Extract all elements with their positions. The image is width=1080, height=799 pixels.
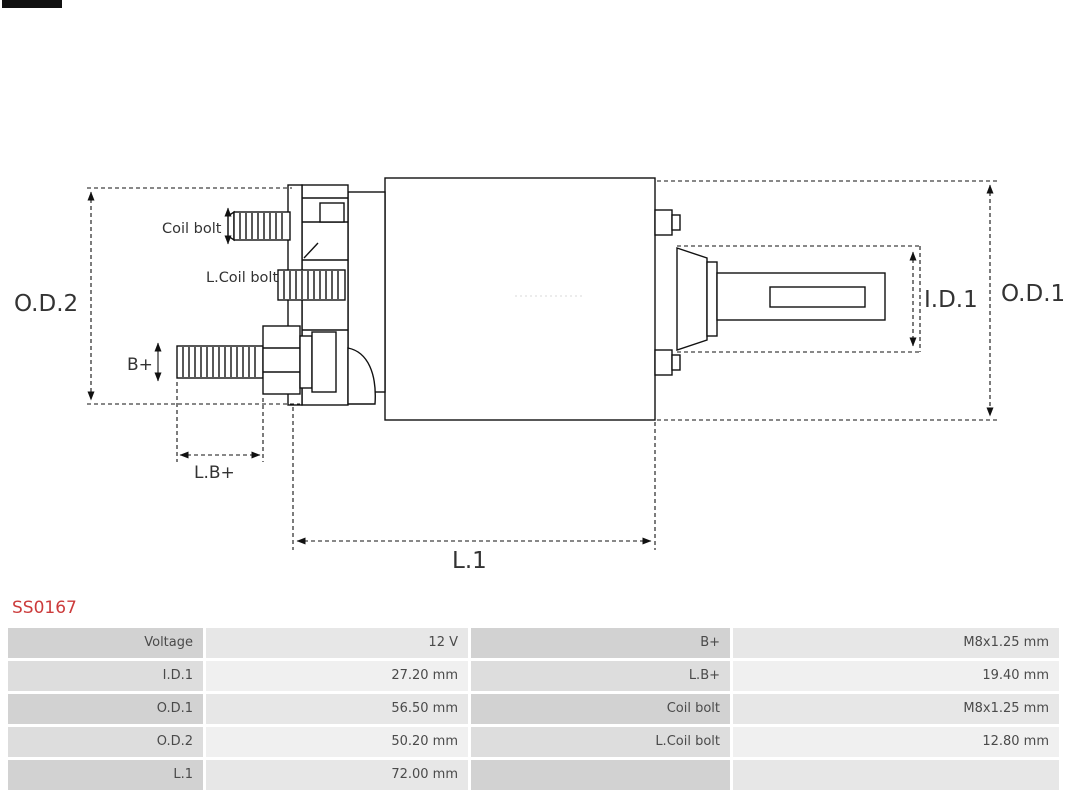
spacer — [311, 331, 337, 393]
spec-value: M8x1.25 mm — [733, 628, 1059, 658]
spec-table: Voltage 12 V B+ M8x1.25 mm I.D.1 27.20 m… — [8, 628, 1059, 790]
spec-label: O.D.1 — [8, 694, 203, 724]
table-row: I.D.1 27.20 mm L.B+ 19.40 mm — [8, 661, 1059, 691]
spec-value: 12.80 mm — [733, 727, 1059, 757]
plunger — [676, 247, 886, 351]
spec-label — [471, 760, 730, 790]
coil-bolt-stud — [227, 210, 291, 242]
spec-value: 56.50 mm — [206, 694, 468, 724]
l1-label: L.1 — [452, 548, 487, 574]
spec-label: I.D.1 — [8, 661, 203, 691]
coil-bolt-label: Coil bolt — [162, 221, 222, 237]
logo-bar — [2, 0, 62, 8]
l-coil-bolt-label: L.Coil bolt — [206, 270, 278, 286]
solenoid-technical-drawing: O.D.2 O.D.1 I.D.1 L.1 L.B+ B+ Coil bolt … — [14, 177, 1065, 574]
hex-nut — [262, 325, 301, 395]
spec-label: O.D.2 — [8, 727, 203, 757]
bottom-foot — [347, 347, 376, 405]
washer — [299, 335, 313, 389]
id1-label: I.D.1 — [924, 287, 978, 313]
b-plus-label: B+ — [127, 355, 153, 375]
spec-label: L.B+ — [471, 661, 730, 691]
product-code: SS0167 — [12, 598, 77, 618]
spec-value: 72.00 mm — [206, 760, 468, 790]
dimension-lines — [87, 180, 997, 550]
solenoid-body — [384, 177, 656, 421]
spec-value: 19.40 mm — [733, 661, 1059, 691]
spec-label: L.1 — [8, 760, 203, 790]
spec-label: L.Coil bolt — [471, 727, 730, 757]
l-coil-bolt-bushing — [277, 269, 346, 301]
spec-value — [733, 760, 1059, 790]
od2-label: O.D.2 — [14, 291, 78, 317]
spec-label: Coil bolt — [471, 694, 730, 724]
table-row: O.D.1 56.50 mm Coil bolt M8x1.25 mm — [8, 694, 1059, 724]
b-plus-terminal — [176, 325, 337, 395]
table-row: Voltage 12 V B+ M8x1.25 mm — [8, 628, 1059, 658]
right-terminal-tabs — [654, 209, 681, 376]
spec-value: 12 V — [206, 628, 468, 658]
spec-value: 50.20 mm — [206, 727, 468, 757]
dimension-labels: O.D.2 O.D.1 I.D.1 L.1 L.B+ B+ Coil bolt … — [14, 221, 1065, 574]
lb-plus-label: L.B+ — [194, 463, 235, 483]
table-row: O.D.2 50.20 mm L.Coil bolt 12.80 mm — [8, 727, 1059, 757]
spec-value: M8x1.25 mm — [733, 694, 1059, 724]
od1-label: O.D.1 — [1001, 281, 1065, 307]
spec-label: Voltage — [8, 628, 203, 658]
spec-value: 27.20 mm — [206, 661, 468, 691]
solenoid-outline — [176, 177, 886, 421]
spec-label: B+ — [471, 628, 730, 658]
table-row: L.1 72.00 mm — [8, 760, 1059, 790]
